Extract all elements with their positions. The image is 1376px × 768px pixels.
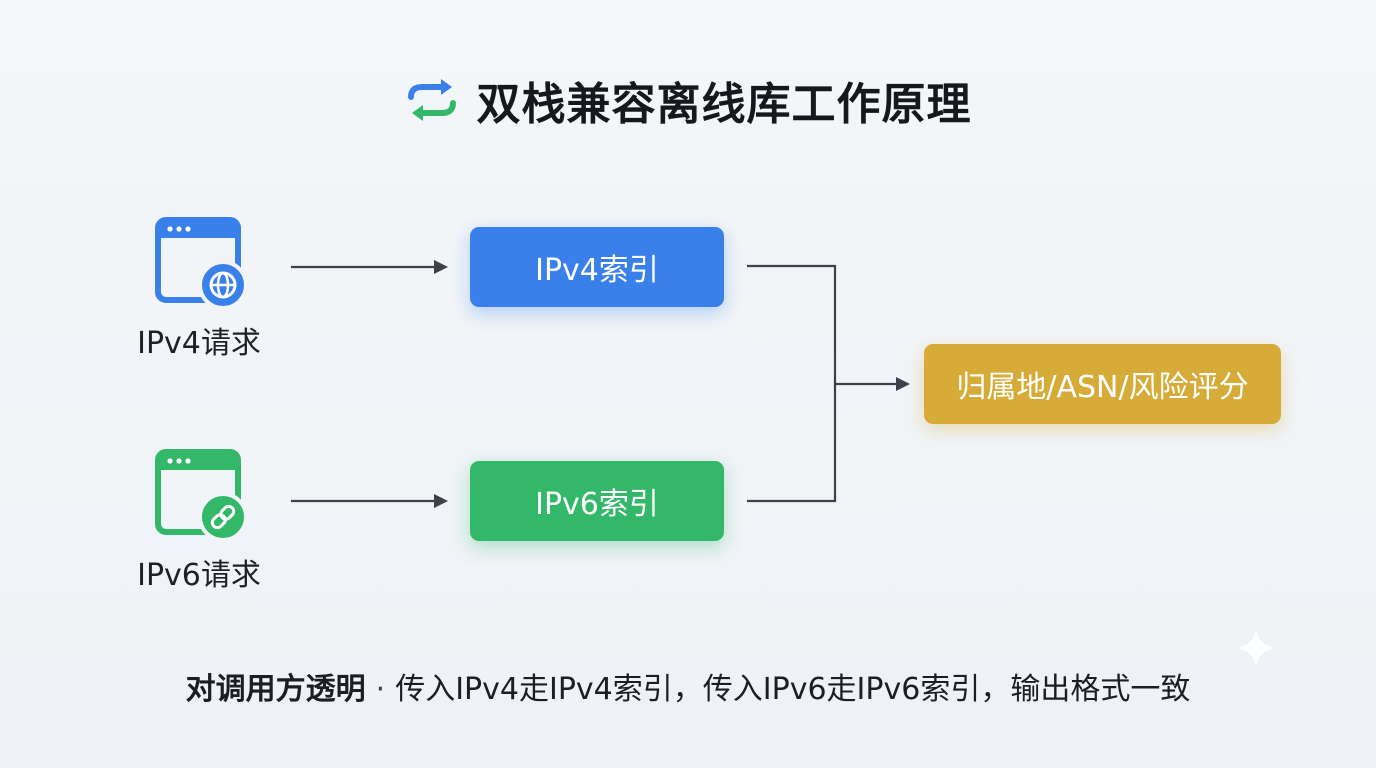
browser-globe-icon: [155, 217, 248, 308]
ipv6-arrow-head: [434, 494, 448, 508]
ipv4-arrow-head: [434, 260, 448, 274]
ipv4-client: IPv4请求: [114, 216, 284, 362]
title-bar: 双栈兼容离线库工作原理: [0, 68, 1376, 132]
ipv4-client-label: IPv4请求: [137, 326, 261, 361]
browser-link-icon: [155, 449, 248, 540]
output-box: 归属地/ASN/风险评分: [924, 344, 1281, 424]
output-arrow-head: [896, 377, 910, 391]
footer-detail: 传入IPv4走IPv4索引，传入IPv6走IPv6索引，输出格式一致: [395, 672, 1191, 707]
ipv4-index-box: IPv4索引: [470, 227, 724, 307]
ipv6-index-box: IPv6索引: [470, 461, 724, 541]
merge-line: [747, 264, 837, 503]
footer-note: 对调用方透明 · 传入IPv4走IPv4索引，传入IPv6走IPv6索引，输出格式一…: [0, 664, 1376, 708]
sparkle-icon: [1236, 628, 1276, 668]
footer-lead: 对调用方透明: [185, 672, 366, 707]
sync-arrows-icon: [407, 79, 456, 121]
footer-separator: ·: [375, 672, 386, 707]
ipv6-client-label: IPv6请求: [137, 558, 261, 593]
page-title: 双栈兼容离线库工作原理: [476, 79, 972, 130]
ipv6-client: IPv6请求: [114, 448, 284, 594]
